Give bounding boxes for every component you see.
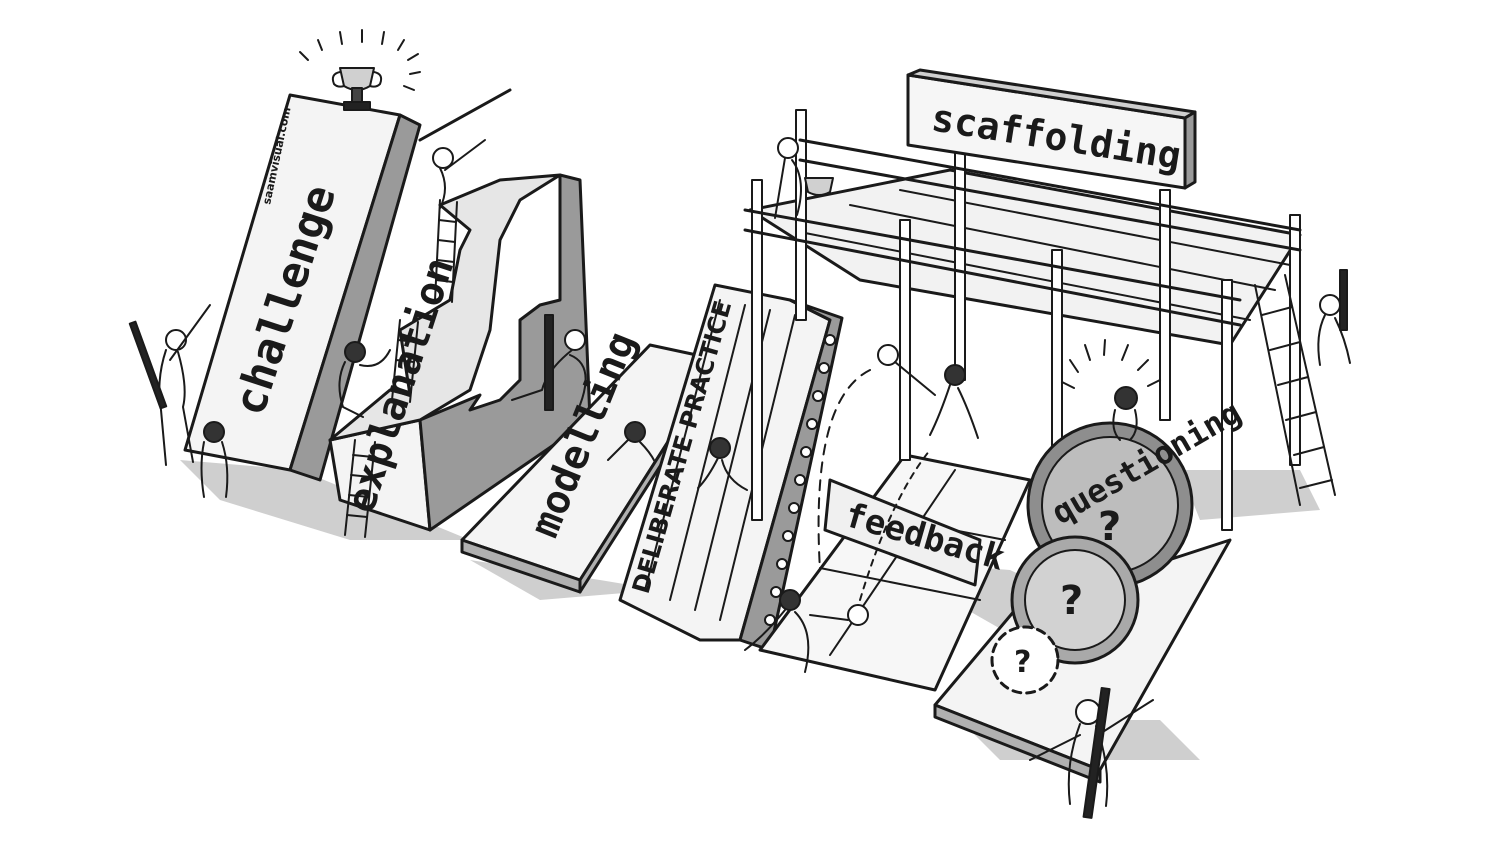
figure-challenge-bottom [200,421,229,498]
scaffolding-frame: scaffolding [743,68,1336,531]
question-mark-small: ? [1014,645,1031,680]
figure-explanation-climber [338,341,391,418]
figure-modelling-lying [607,421,656,463]
treadmill-rollers [764,334,836,626]
questioning-ball-small: ? [990,625,1060,695]
figure-challenge-left [128,304,211,466]
ladder-upper [434,199,458,303]
question-mark-medium: ? [1060,578,1083,624]
figure-ladder-climber [1317,269,1351,366]
scaffolding-ladder [1254,274,1336,506]
figure-bottom-right [1029,687,1154,819]
scaffolding-rails [743,138,1302,327]
challenge-ramp: challenge saamvisual.com [183,29,422,482]
questioning-area: questioning ? ? ? [933,339,1248,784]
question-mark-large: ? [1098,504,1121,550]
trophy-icon [299,29,421,111]
scaffolding-poles [751,109,1301,531]
ladder-middle [391,319,419,403]
ladder-lower [344,439,376,538]
figure-explanation-top [418,88,512,209]
figure-ball-pusher [1112,386,1138,441]
figure-scaffold-top [774,137,834,219]
figure-feedback-player-top [877,344,979,439]
figure-feedback-player-bottom [744,589,869,673]
figure-modelling-carrier [511,314,587,411]
feedback-court: feedback [758,369,1032,692]
figure-treadmill-runner [697,437,748,491]
